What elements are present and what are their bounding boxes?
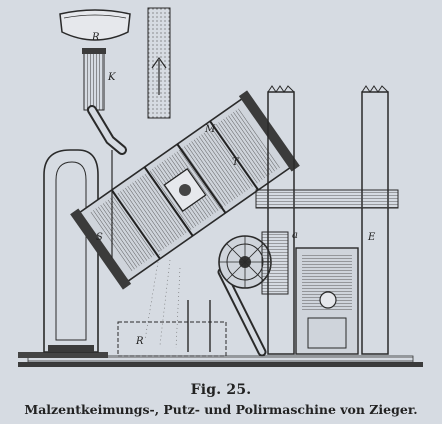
germination-drum xyxy=(70,90,300,290)
label-chimney: E xyxy=(367,232,376,243)
feed-funnel: R K xyxy=(59,9,131,111)
frame-struts xyxy=(111,150,211,352)
figure-number: Fig. 25. xyxy=(190,382,252,398)
label-bin: R xyxy=(135,336,144,347)
label-drum-lower: T xyxy=(232,157,240,168)
right-housing: a E xyxy=(255,85,399,355)
machine-engraving: R K M T xyxy=(18,7,423,367)
collection-bin: R xyxy=(117,321,227,357)
label-left-pipe: S xyxy=(96,232,103,243)
label-funnel: R xyxy=(91,32,100,43)
left-support-column xyxy=(43,149,99,353)
feed-pipe xyxy=(87,105,127,155)
label-pipe-top: K xyxy=(107,72,116,83)
discharge-spout xyxy=(144,249,267,357)
upper-chute xyxy=(147,7,171,119)
gear-mechanism xyxy=(218,231,289,295)
label-right-box: a xyxy=(292,230,298,241)
label-drum: M xyxy=(204,124,216,135)
figure-title: Malzentkeimungs-, Putz- und Polirmaschin… xyxy=(24,402,418,417)
